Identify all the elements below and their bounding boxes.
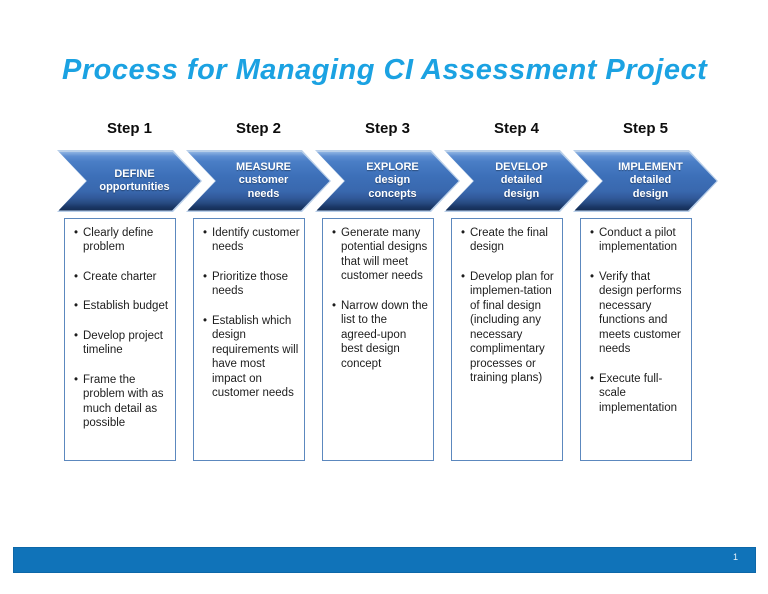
bullet-item: Develop project timeline — [73, 329, 171, 358]
step-2-bullet-list: Identify customer needsPrioritize those … — [202, 226, 300, 401]
step-column-3: Step 3 EXPLORE design concepts Generate … — [315, 120, 460, 461]
bullet-item: Frame the problem with as much detail as… — [73, 373, 171, 431]
bullet-item: Establish budget — [73, 299, 171, 314]
step-column-2: Step 2 MEASURE customer needs Identify c… — [186, 120, 331, 461]
step-4-chevron-arrow: DEVELOP detailed design — [444, 150, 589, 212]
step-column-4: Step 4 DEVELOP detailed design Create th… — [444, 120, 589, 461]
step-2-chevron-arrow: MEASURE customer needs — [186, 150, 331, 212]
step-2-header: Step 2 — [235, 120, 281, 137]
step-column-5: Step 5 IMPLEMENT detailed design Conduct… — [573, 120, 718, 461]
step-2-details-box: Identify customer needsPrioritize those … — [193, 218, 305, 461]
step-1-bullet-list: Clearly define problemCreate charterEsta… — [73, 226, 171, 431]
bullet-item: Create charter — [73, 270, 171, 285]
page-number: 1 — [732, 552, 738, 562]
bullet-item: Prioritize those needs — [202, 270, 300, 299]
bullet-item: Create the final design — [460, 226, 558, 255]
step-4-details-box: Create the final designDevelop plan for … — [451, 218, 563, 461]
step-column-1: Step 1 DEFINE opportunities Clearly defi… — [57, 120, 202, 461]
step-4-arrow-label: DEVELOP detailed design — [495, 161, 548, 200]
chevron-shape — [57, 150, 202, 212]
step-2-arrow-label: MEASURE customer needs — [235, 161, 291, 200]
step-4-header: Step 4 — [493, 120, 539, 137]
bullet-item: Develop plan for implemen-tation of fina… — [460, 270, 558, 386]
step-3-chevron-arrow: EXPLORE design concepts — [315, 150, 460, 212]
bullet-item: Clearly define problem — [73, 226, 171, 255]
bullet-item: Verify that design performs necessary fu… — [589, 270, 687, 357]
step-1-chevron-arrow: DEFINE opportunities — [57, 150, 202, 212]
step-1-header: Step 1 — [106, 120, 152, 137]
step-3-details-box: Generate many potential designs that wil… — [322, 218, 434, 461]
bullet-item: Identify customer needs — [202, 226, 300, 255]
bullet-item: Execute full-scale implementation — [589, 372, 687, 415]
step-5-chevron-arrow: IMPLEMENT detailed design — [573, 150, 718, 212]
step-4-bullet-list: Create the final designDevelop plan for … — [460, 226, 558, 386]
bullet-item: Establish which design requirements will… — [202, 314, 300, 401]
step-5-arrow-label: IMPLEMENT detailed design — [618, 161, 683, 200]
step-5-header: Step 5 — [622, 120, 668, 137]
footer-bar: 1 — [13, 547, 756, 573]
step-5-bullet-list: Conduct a pilot implementationVerify tha… — [589, 226, 687, 415]
slide-title: Process for Managing CI Assessment Proje… — [62, 54, 708, 86]
step-3-bullet-list: Generate many potential designs that wil… — [331, 226, 429, 371]
bullet-item: Conduct a pilot implementation — [589, 226, 687, 255]
step-3-arrow-label: EXPLORE design concepts — [366, 161, 419, 200]
step-1-details-box: Clearly define problemCreate charterEsta… — [64, 218, 176, 461]
bullet-item: Generate many potential designs that wil… — [331, 226, 429, 284]
step-1-arrow-label: DEFINE opportunities — [99, 167, 170, 193]
step-5-details-box: Conduct a pilot implementationVerify tha… — [580, 218, 692, 461]
bullet-item: Narrow down the list to the agreed-upon … — [331, 299, 429, 371]
step-3-header: Step 3 — [364, 120, 410, 137]
